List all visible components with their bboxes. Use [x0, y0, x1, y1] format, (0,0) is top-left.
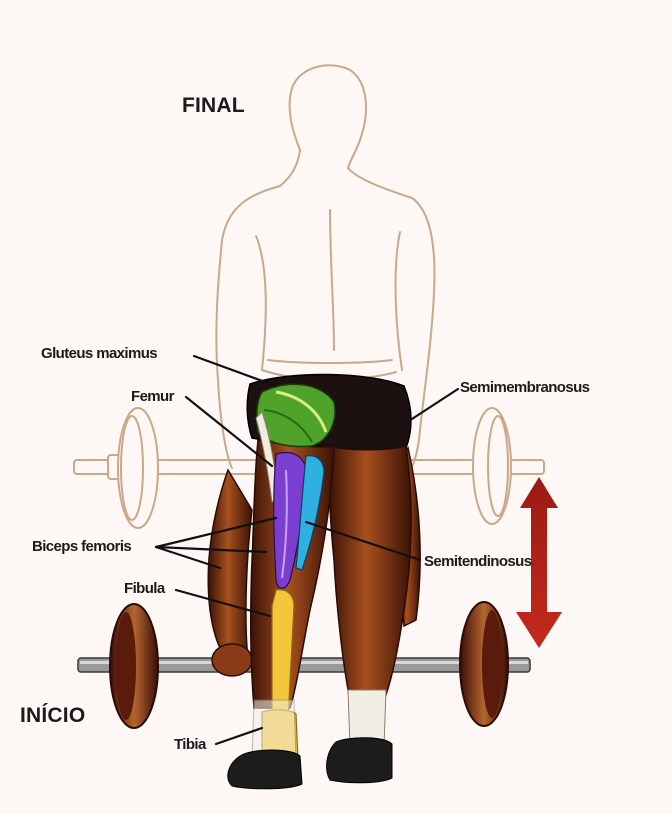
leader-biceps-femoris-1	[154, 516, 278, 549]
lower-barbell	[77, 601, 531, 729]
leader-biceps-femoris-3	[154, 545, 222, 570]
leader-fibula	[174, 588, 272, 618]
leader-tibia	[214, 726, 264, 746]
upper-body-outline	[215, 64, 436, 471]
lower-body	[207, 373, 421, 790]
leader-femur	[184, 395, 274, 468]
upper-barbell	[73, 407, 545, 529]
label-fibula: Fibula	[124, 580, 165, 597]
leader-semimembranosus	[390, 387, 460, 434]
leader-gluteus-maximus	[192, 354, 278, 388]
label-tibia: Tibia	[174, 736, 206, 753]
label-gluteus-maximus: Gluteus maximus	[41, 345, 158, 362]
label-femur: Femur	[131, 388, 174, 405]
label-biceps-femoris: Biceps femoris	[32, 538, 132, 555]
leader-lines	[154, 354, 460, 746]
label-semitendinosus: Semitendinosus	[424, 553, 532, 570]
phase-label-start: INÍCIO	[20, 704, 86, 727]
movement-arrow	[516, 477, 562, 648]
leader-semitendinosus	[304, 520, 422, 562]
label-semimembranosus: Semimembranosus	[460, 379, 590, 396]
phase-label-final: FINAL	[182, 94, 245, 117]
leader-biceps-femoris-2	[154, 545, 268, 554]
